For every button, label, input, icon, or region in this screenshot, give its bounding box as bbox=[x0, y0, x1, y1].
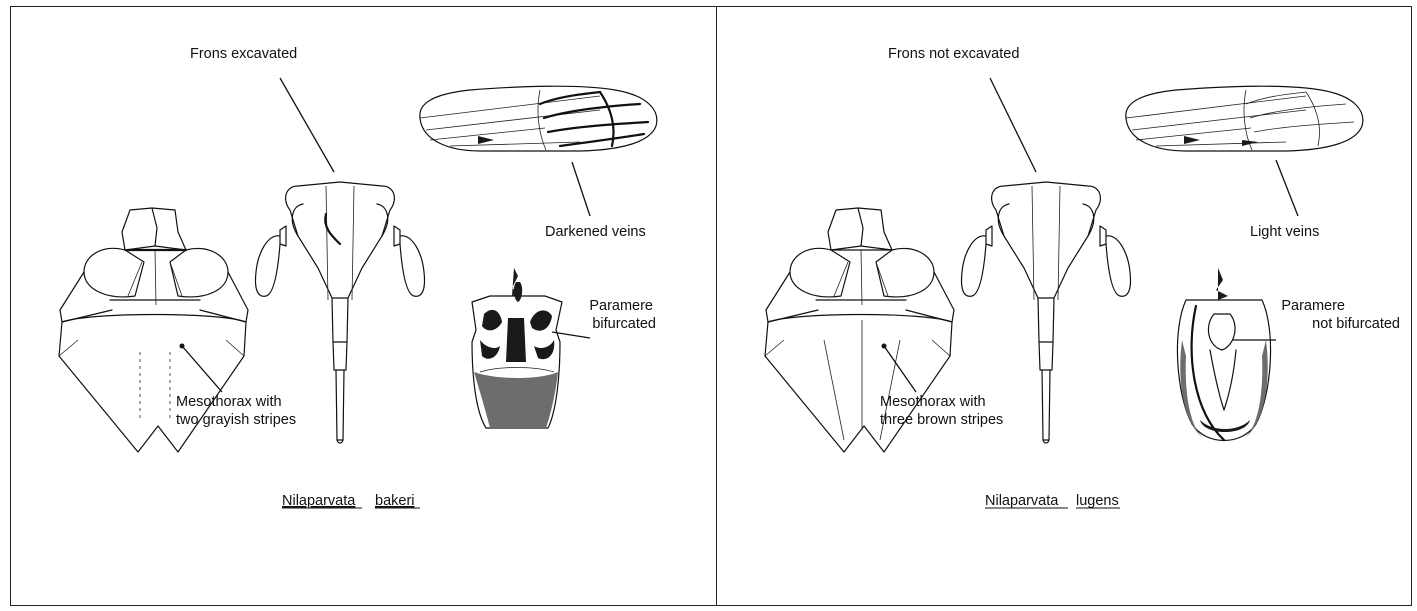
paramere-label-lugens-line1: Paramere bbox=[1281, 298, 1345, 314]
paramere-label-line1: Paramere bbox=[589, 298, 653, 314]
grayish-stripes bbox=[140, 352, 170, 420]
mesothorax-marker bbox=[180, 344, 185, 349]
mesothorax-marker-lugens bbox=[882, 344, 887, 349]
paramere-illustration-lugens bbox=[1177, 268, 1270, 441]
frons-excavation-mark bbox=[325, 214, 340, 244]
paramere-label-lugens-line2: not bifurcated bbox=[1312, 316, 1400, 332]
mesothorax-label-line1: Mesothorax with bbox=[176, 394, 282, 410]
frons-label-lugens: Frons not excavated bbox=[888, 46, 1019, 62]
species-genus-lugens: Nilaparvata bbox=[985, 493, 1059, 509]
light-wing-veins bbox=[1184, 92, 1354, 146]
mesothorax-leader-line-lugens bbox=[884, 346, 916, 392]
wing-illustration-bakeri bbox=[420, 86, 657, 151]
wing-leader-line bbox=[572, 162, 590, 216]
right-panel-artwork: Frons not excavated Light veins Paramere… bbox=[765, 46, 1400, 509]
frons-label: Frons excavated bbox=[190, 46, 297, 62]
wing-leader-line-lugens bbox=[1276, 160, 1298, 216]
frons-leader-line-lugens bbox=[990, 78, 1036, 172]
mesothorax-label-line2: two grayish stripes bbox=[176, 412, 296, 428]
wing-veins-label-lugens: Light veins bbox=[1250, 224, 1319, 240]
species-epithet-bakeri: bakeri bbox=[375, 493, 415, 509]
species-epithet-lugens: lugens bbox=[1076, 493, 1119, 509]
left-panel-artwork: Frons excavated Darkened veins Paramere … bbox=[59, 46, 657, 509]
darkened-wing-veins bbox=[478, 92, 648, 146]
head-illustration-lugens bbox=[961, 182, 1130, 443]
paramere-label-line2: bifurcated bbox=[592, 316, 656, 332]
mesothorax-leader-line bbox=[182, 346, 222, 392]
mesothorax-label-lugens-line1: Mesothorax with bbox=[880, 394, 986, 410]
frons-leader-line bbox=[280, 78, 334, 172]
species-genus-bakeri: Nilaparvata bbox=[282, 493, 356, 509]
wing-veins-label: Darkened veins bbox=[545, 224, 646, 240]
paramere-illustration-bakeri bbox=[472, 268, 562, 428]
mesothorax-label-lugens-line2: three brown stripes bbox=[880, 412, 1003, 428]
